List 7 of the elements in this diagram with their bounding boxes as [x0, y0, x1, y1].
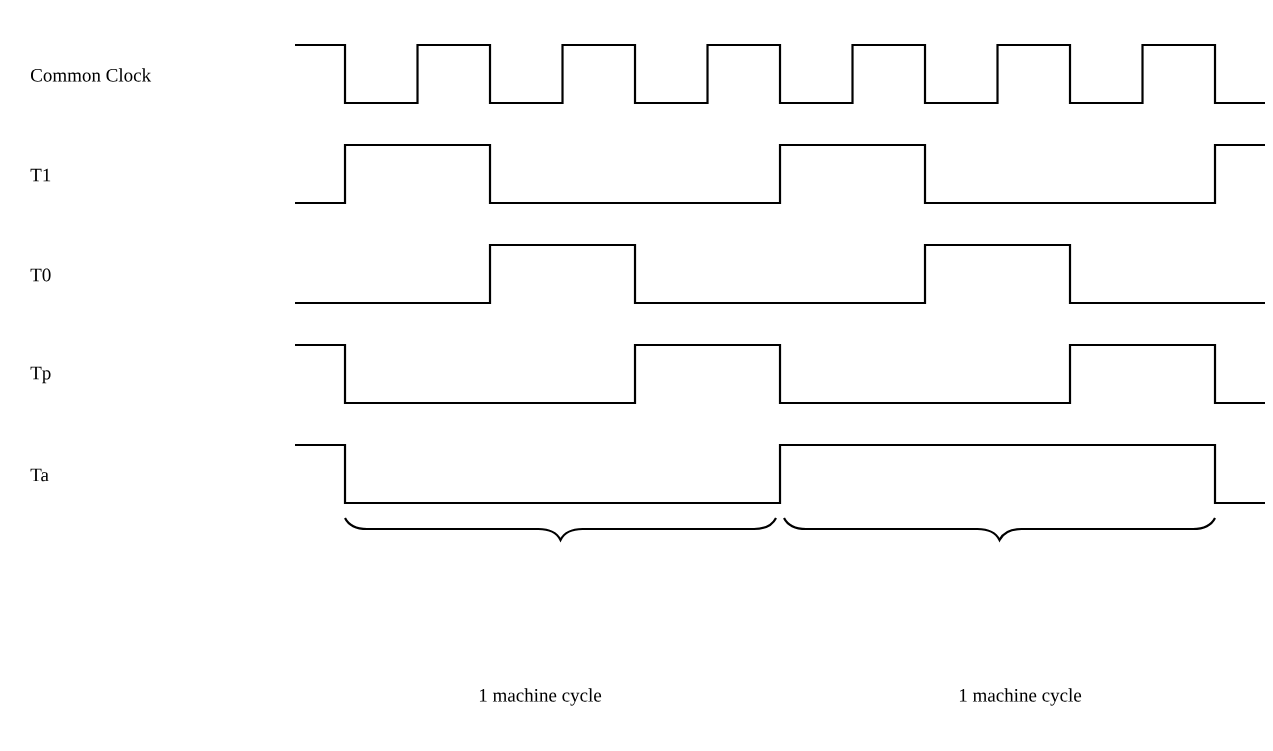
signal-label: Ta [30, 468, 49, 482]
cycle-label: 1 machine cycle [959, 688, 1082, 706]
signal-label: Common Clock [31, 68, 152, 82]
signal-label: T1 [30, 168, 51, 182]
signal-label: T0 [30, 268, 51, 282]
signal-label: Tp [30, 366, 51, 384]
cycle-label: 1 machine cycle [479, 688, 602, 706]
